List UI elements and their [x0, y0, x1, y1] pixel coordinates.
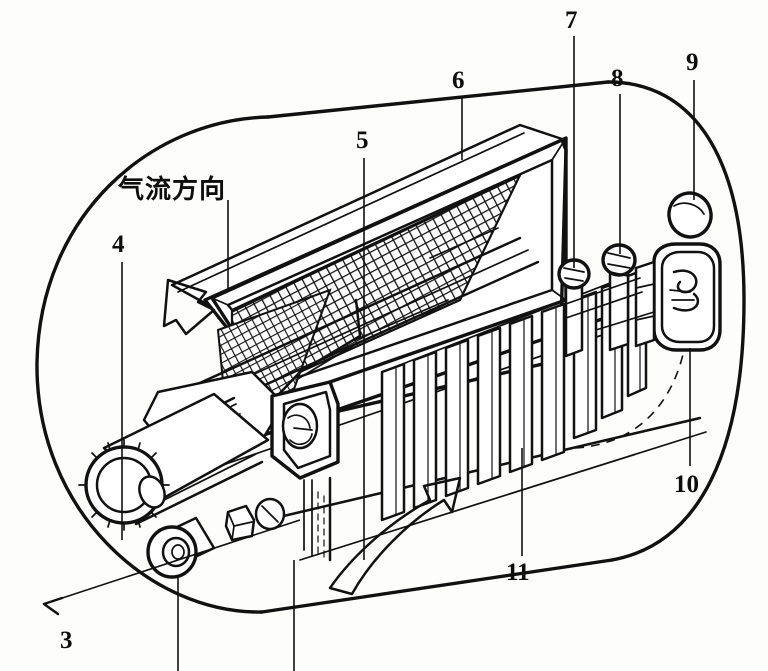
lower-roller [146, 516, 216, 579]
callout-label-11: 11 [506, 559, 530, 586]
vessel-shell [35, 80, 746, 614]
callout-label-5: 5 [356, 127, 369, 154]
end-bracket-housing [634, 242, 722, 352]
callout-labels: 气流方向 3 4 5 6 7 8 9 10 11 [60, 7, 699, 654]
callout-label-9: 9 [686, 49, 699, 76]
fin-array [380, 267, 648, 522]
callout-label-7: 7 [565, 7, 578, 34]
vessel-interior-cutaway [78, 123, 722, 579]
right-end-fittings [557, 191, 722, 358]
sprocket-gear [78, 439, 170, 531]
callout-label-4: 4 [112, 231, 125, 258]
drive-assembly [78, 370, 286, 579]
callout-label-10: 10 [674, 471, 699, 498]
center-mount-bracket [270, 380, 340, 562]
callout-label-8: 8 [611, 65, 624, 92]
callout-leaders [42, 36, 695, 671]
airflow-direction-label: 气流方向 [117, 174, 226, 205]
callout-label-6: 6 [452, 67, 465, 94]
airflow-arrow-fins [328, 476, 462, 596]
airflow-arrow-inlet [162, 278, 216, 336]
callout-label-3: 3 [60, 627, 73, 654]
